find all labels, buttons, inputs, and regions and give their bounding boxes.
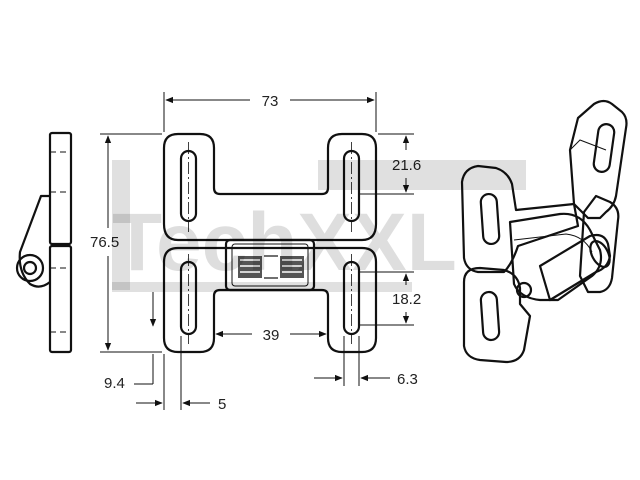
dim-slot-spacing-bottom: 18.2 [392,291,421,308]
iso-pin-hole-icon [515,281,533,299]
side-view-lower-leaf [48,244,73,354]
dim-overall-width: 73 [262,93,279,110]
dim-slot-spacing-top: 21.6 [392,157,421,174]
dim-inner-width: 39 [263,327,280,344]
spring-coil-icon [238,255,304,279]
isometric-view [460,99,628,364]
hinge-pin-icon [22,260,38,276]
iso-back-plate [568,99,628,220]
dim-overall-height: 76.5 [90,234,119,251]
iso-back-lower-plate [578,194,620,294]
dim-edge-offset: 9.4 [104,375,125,392]
side-view-upper-leaf [48,131,73,246]
dim-slot-width: 6.3 [397,371,418,388]
dimension-lines [100,92,414,410]
hinge-block [224,238,316,292]
front-view [162,132,378,354]
dim-slot-offset: 5 [218,396,226,413]
iso-slot-front-top [479,192,501,246]
hinge-knuckle [15,253,45,283]
iso-slot-front-bottom [479,290,501,342]
front-view-lower-plate [162,246,378,354]
watermark-text: TechXXL [112,197,457,288]
side-view-hinge-arm [18,194,51,288]
watermark: TechXXL [112,160,526,292]
side-view [15,131,73,354]
iso-front-lower-plate [462,266,532,364]
iso-slot-back-top [592,123,616,173]
front-view-upper-plate [162,132,378,242]
